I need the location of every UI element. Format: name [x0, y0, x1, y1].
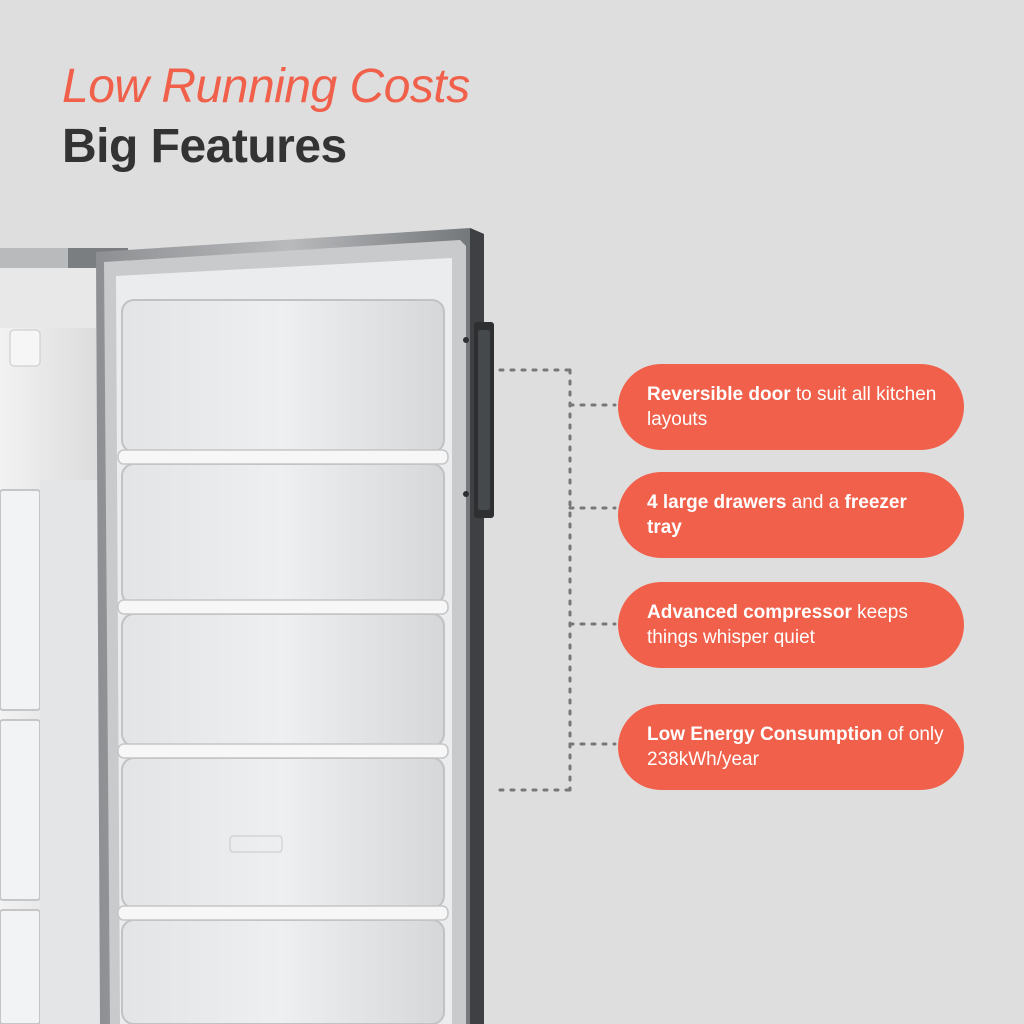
feature-pill-drawers: 4 large drawers and a freezer tray	[618, 472, 964, 558]
feature-bold: 4 large drawers	[647, 492, 787, 513]
headline-line-2: Big Features	[62, 120, 347, 173]
feature-pill-energy: Low Energy Consumption of only 238kWh/ye…	[618, 704, 964, 790]
feature-rest: to suit all kitchen layouts	[647, 384, 937, 430]
shelf-ledges	[117, 449, 449, 921]
feature-pill-compressor: Advanced compressor keeps things whisper…	[618, 582, 964, 668]
dotted-connector	[498, 368, 617, 792]
headline-line-1: Low Running Costs	[62, 60, 470, 113]
door-compartments	[121, 299, 445, 1024]
headline: Low Running Costs Big Features	[62, 58, 470, 178]
cabinet-drawers	[0, 489, 41, 1024]
door-handle	[463, 322, 494, 518]
feature-rest: of only 238kWh/year	[647, 724, 944, 770]
feature-rest: keeps things whisper quiet	[647, 602, 908, 648]
feature-text: Low Energy Consumption of only 238kWh/ye…	[647, 722, 944, 772]
feature-text: Reversible door to suit all kitchen layo…	[647, 382, 944, 432]
feature-rest: and a	[786, 492, 845, 513]
feature-bold: Reversible door	[647, 384, 791, 405]
feature-bold-2: freezer tray	[647, 492, 907, 538]
feature-text: Advanced compressor keeps things whisper…	[647, 600, 944, 650]
feature-bold: Advanced compressor	[647, 602, 852, 623]
door-logo-plate	[229, 835, 283, 853]
feature-pill-reversible-door: Reversible door to suit all kitchen layo…	[618, 364, 964, 450]
feature-bold: Low Energy Consumption	[647, 724, 883, 745]
feature-text: 4 large drawers and a freezer tray	[647, 490, 944, 540]
